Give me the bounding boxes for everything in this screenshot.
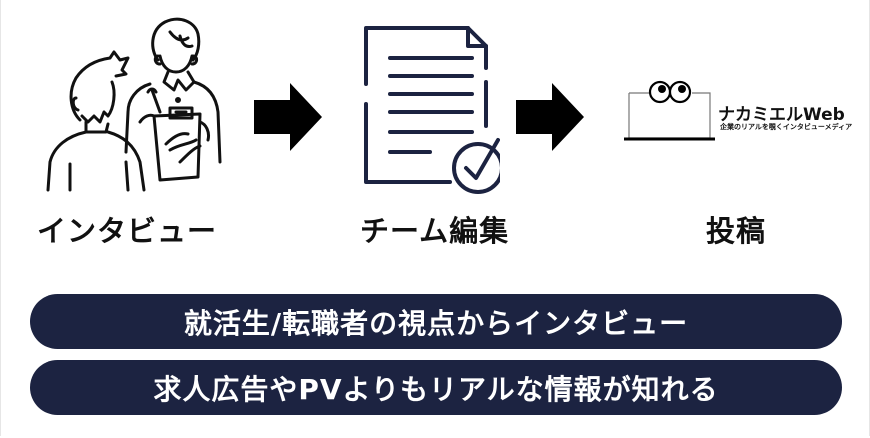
- arrow-right-icon: [254, 83, 322, 151]
- interview-illustration-icon: [46, 17, 222, 192]
- nakamieru-logo-icon: [624, 80, 715, 141]
- step-interview: [30, 12, 230, 197]
- highlight-banner-2: 求人広告やPVよりもリアルな情報が知れる: [30, 360, 842, 415]
- step-team-edit: [360, 22, 504, 194]
- brand-name: ナカミエルWeb: [718, 105, 845, 125]
- highlight-text-2: 求人広告やPVよりもリアルな情報が知れる: [153, 372, 719, 406]
- step-label-team-edit: チーム編集: [360, 214, 510, 248]
- flow-arrow-1: [254, 83, 324, 155]
- flow-arrow-2: [516, 83, 586, 155]
- brand-tagline: 企業のリアルを覗くインタビューメディア: [720, 123, 853, 131]
- step-label-interview: インタビュー: [37, 214, 218, 248]
- step-label-post: 投稿: [706, 214, 767, 248]
- step-post: [620, 78, 720, 142]
- highlight-banner-1: 就活生/転職者の視点からインタビュー: [30, 294, 842, 349]
- highlight-text-1: 就活生/転職者の視点からインタビュー: [183, 306, 689, 340]
- document-check-icon: [364, 26, 504, 194]
- arrow-right-icon: [516, 83, 584, 151]
